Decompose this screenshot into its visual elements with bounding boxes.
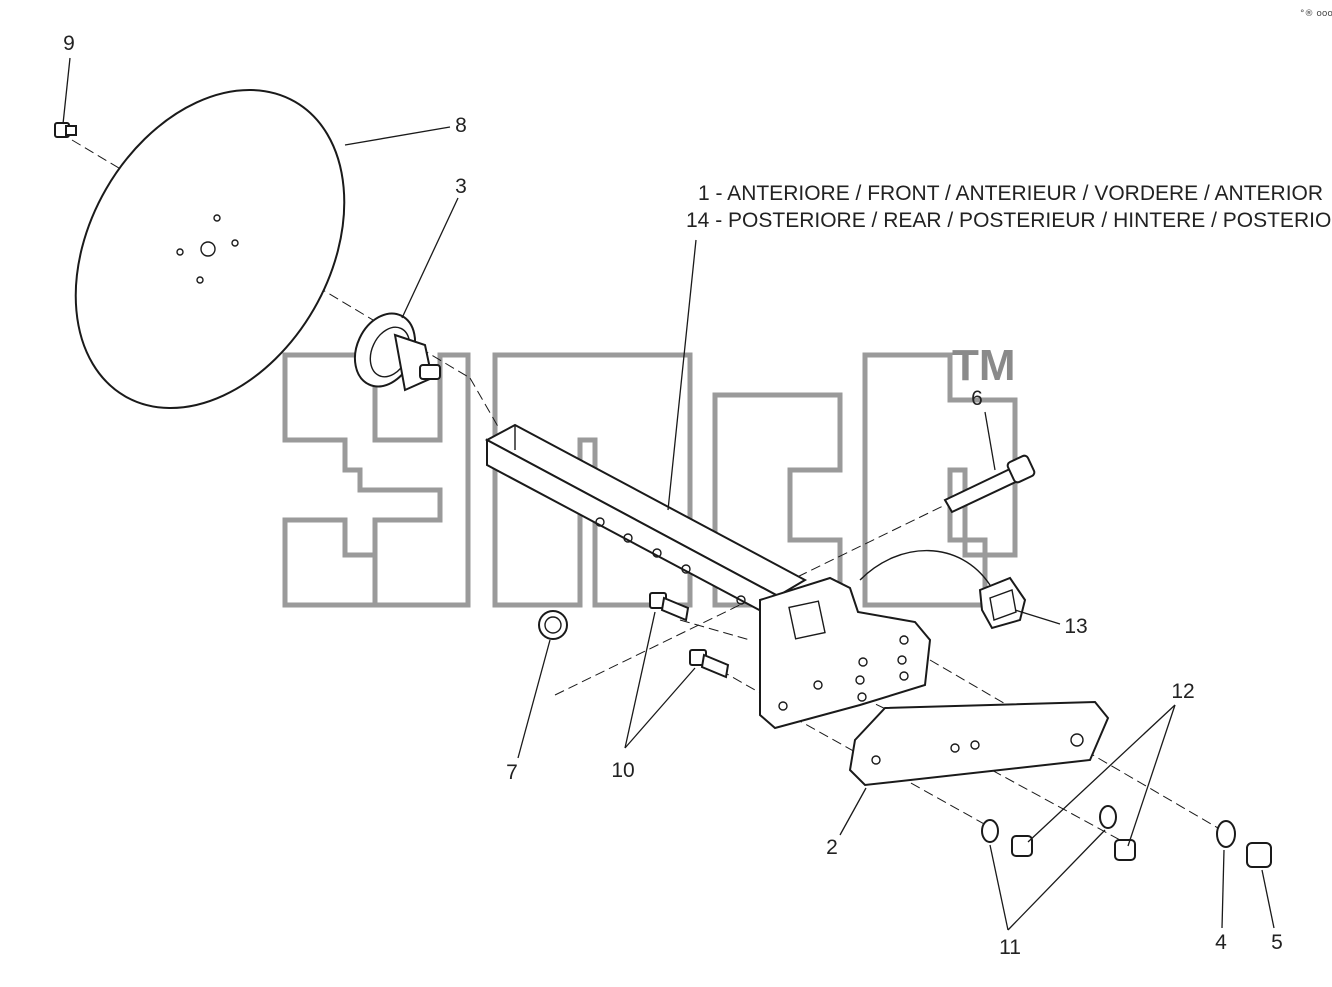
hardware-parts (981, 805, 1272, 868)
callout-numbers: 9 8 3 6 13 12 7 10 2 11 4 5 (63, 32, 1283, 959)
leader-lines (62, 57, 1275, 931)
washer-part-4 (1216, 820, 1236, 848)
watermark: TM (282, 341, 1018, 608)
callout-4: 4 (1215, 931, 1227, 954)
nut-part-5 (1246, 842, 1272, 868)
callout-12: 12 (1171, 680, 1194, 703)
callout-6: 6 (971, 387, 983, 410)
bolt-part-9 (54, 122, 77, 138)
nut-part-12a (1011, 835, 1033, 857)
trademark-text: TM (952, 341, 1016, 390)
callout-2: 2 (826, 836, 838, 859)
bracket-plate (759, 576, 932, 730)
legend: 1 - ANTERIORE / FRONT / ANTERIEUR / VORD… (686, 182, 1332, 232)
arm-part-2 (848, 700, 1110, 787)
callout-11: 11 (999, 936, 1021, 959)
pin-part-6 (943, 454, 1036, 514)
callout-5: 5 (1271, 931, 1283, 954)
callout-13: 13 (1064, 615, 1087, 638)
beam-part-1 (484, 423, 808, 622)
callout-9: 9 (63, 32, 75, 55)
legend-rear: 14 - POSTERIORE / REAR / POSTERIEUR / HI… (686, 209, 1332, 232)
bolts-part-10 (649, 592, 730, 679)
callout-3: 3 (455, 175, 467, 198)
disc-part-8 (74, 89, 346, 409)
callout-7: 7 (506, 761, 518, 784)
legend-front: 1 - ANTERIORE / FRONT / ANTERIEUR / VORD… (698, 182, 1323, 205)
washer-part-11b (1099, 805, 1117, 829)
cap-part-13 (859, 549, 1027, 630)
callout-8: 8 (455, 114, 467, 137)
nut-part-12b (1114, 839, 1136, 861)
clip-part-7 (538, 610, 568, 640)
corner-mark: °® ooo (1300, 9, 1332, 19)
hub-part-3 (353, 312, 441, 392)
callout-10: 10 (611, 759, 634, 782)
washer-part-11a (981, 819, 999, 843)
